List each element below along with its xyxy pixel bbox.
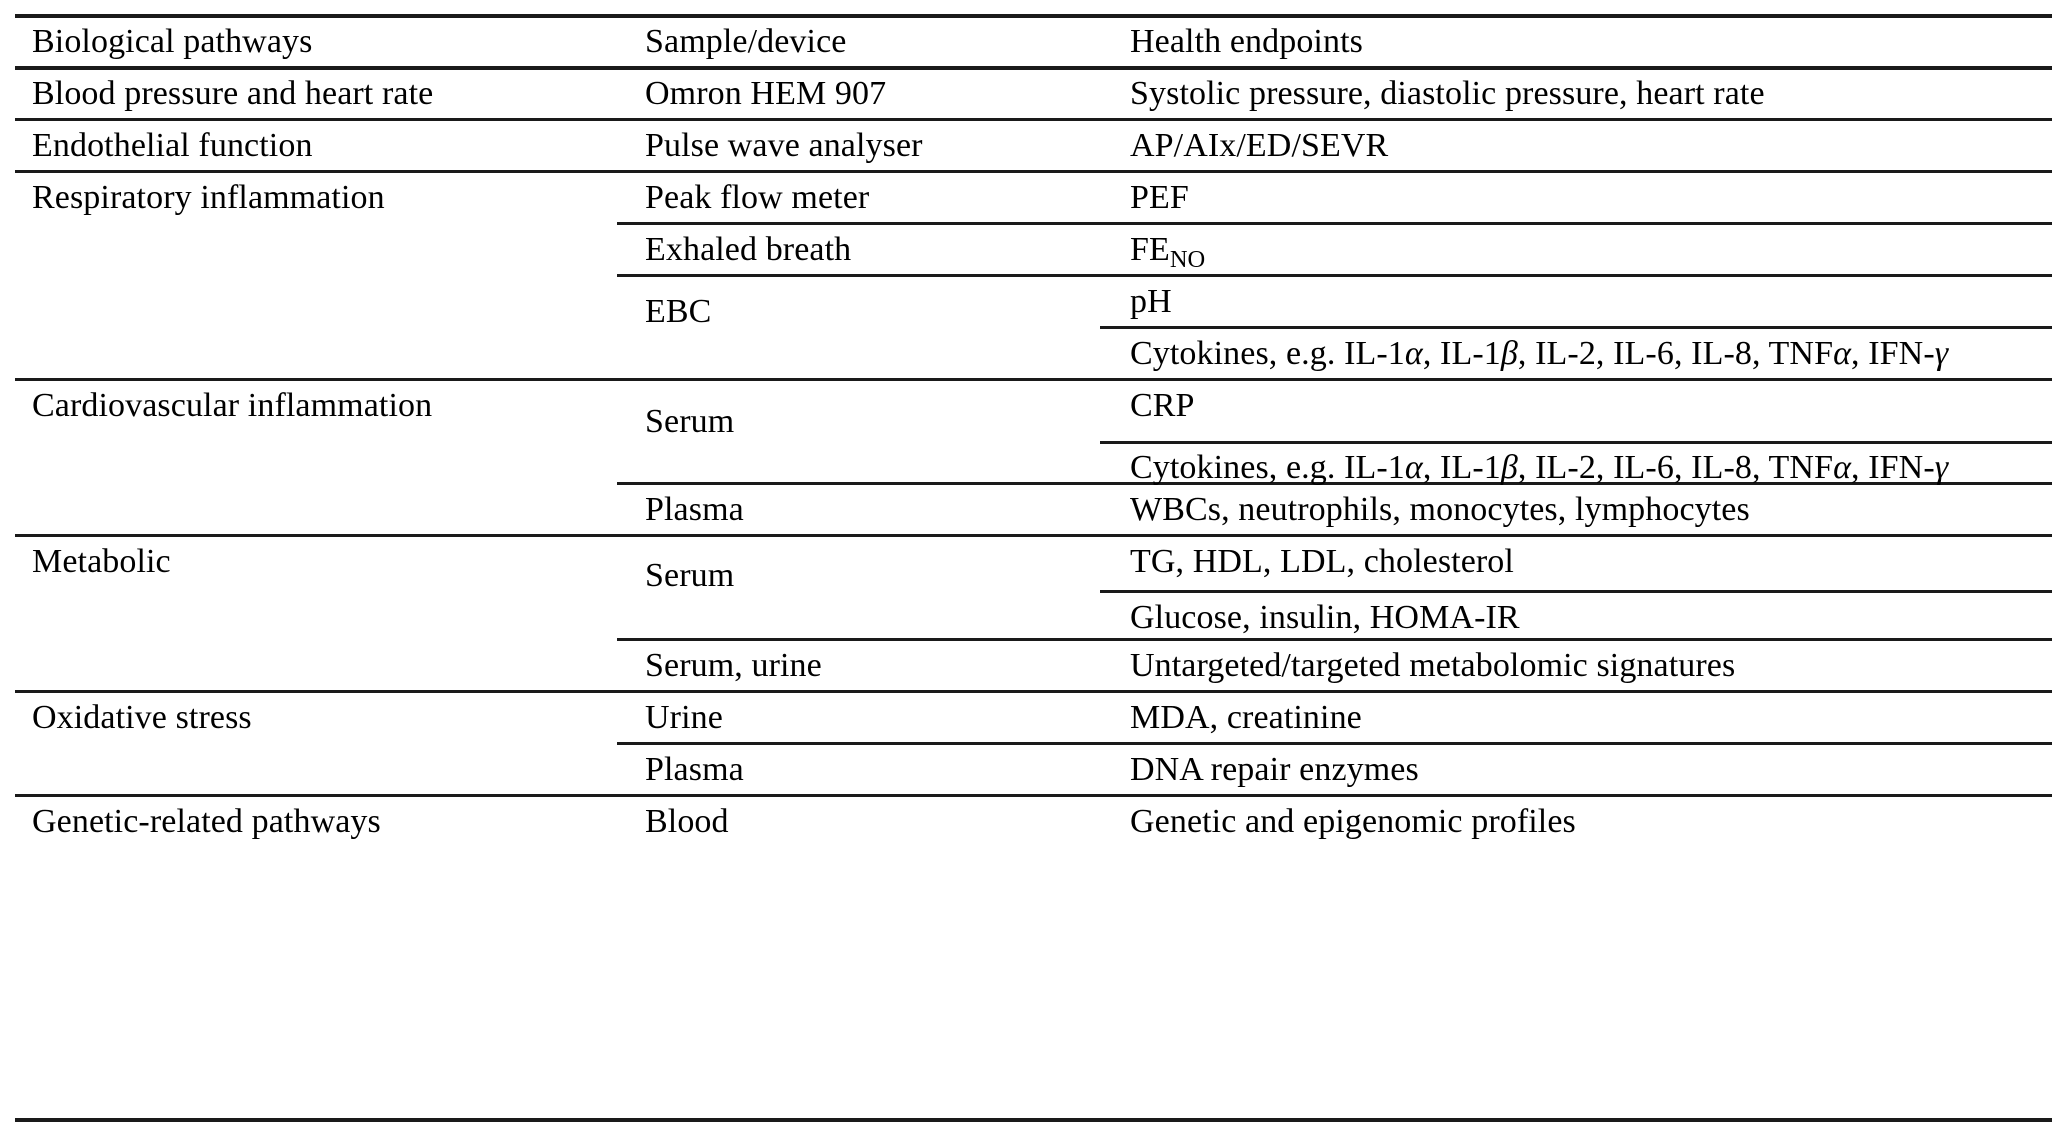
header-bottom-rule <box>15 66 2052 70</box>
row-rule-after-cardiovascular <box>15 534 2052 537</box>
greek-alpha-3: α <box>1404 449 1423 486</box>
cell-endpoint-lipids: TG, HDL, LDL, cholesterol <box>1130 543 1514 580</box>
cell-sample-exhaled-breath: Exhaled breath <box>645 231 852 268</box>
cytokines-text-1: Cytokines, e.g. IL-1 <box>1130 335 1405 372</box>
greek-alpha-4: α <box>1833 449 1852 486</box>
cell-endpoint-glucose: Glucose, insulin, HOMA-IR <box>1130 599 1520 636</box>
cell-sample-urine: Urine <box>645 699 723 736</box>
cell-endpoint-mda-creatinine: MDA, creatinine <box>1130 699 1362 736</box>
cell-sample-peak-flow-meter: Peak flow meter <box>645 179 870 216</box>
subrule-ebc-ph-cytokines <box>1100 326 2052 329</box>
row-rule-after-bloodpressure <box>15 118 2052 121</box>
cell-endpoint-pef: PEF <box>1130 179 1189 216</box>
table-bottom-rule <box>15 1118 2052 1122</box>
subrule-after-peak-flow <box>617 222 2052 225</box>
row-rule-after-endothelial <box>15 170 2052 173</box>
header-cell-biological-pathways: Biological pathways <box>32 23 313 60</box>
cell-endpoint-blood-pressure: Systolic pressure, diastolic pressure, h… <box>1130 75 1765 112</box>
subrule-after-cv-serum <box>617 482 2052 485</box>
cytokines-text-4: , IFN- <box>1851 335 1935 372</box>
row-rule-after-oxidative <box>15 794 2052 797</box>
cell-endpoint-ap-aix-ed-sevr: AP/AIx/ED/SEVR <box>1130 127 1389 164</box>
cell-sample-ebc: EBC <box>645 293 712 330</box>
subrule-serum-crp-cytokines <box>1100 441 2052 444</box>
feno-base: FE <box>1130 231 1170 268</box>
row-rule-after-respiratory <box>15 378 2052 381</box>
feno-subscript: NO <box>1169 245 1206 273</box>
cytokines-cv-text-3: , IL-2, IL-6, IL-8, TNF <box>1517 449 1834 486</box>
greek-alpha-2: α <box>1833 335 1852 372</box>
cell-pathway-blood-pressure: Blood pressure and heart rate <box>32 75 434 112</box>
cell-pathway-oxidative-stress: Oxidative stress <box>32 699 252 736</box>
greek-gamma-1: γ <box>1934 335 1949 372</box>
cell-pathway-respiratory-inflammation: Respiratory inflammation <box>32 179 385 216</box>
cytokines-cv-text-1: Cytokines, e.g. IL-1 <box>1130 449 1405 486</box>
cell-endpoint-metabolomics: Untargeted/targeted metabolomic signatur… <box>1130 647 1736 684</box>
cell-sample-ox-plasma: Plasma <box>645 751 744 788</box>
cell-endpoint-wbcs: WBCs, neutrophils, monocytes, lymphocyte… <box>1130 491 1750 528</box>
cell-sample-omron-hem-907: Omron HEM 907 <box>645 75 887 112</box>
greek-beta-2: β <box>1500 449 1518 486</box>
cell-endpoint-genetic-profiles: Genetic and epigenomic profiles <box>1130 803 1576 840</box>
cell-endpoint-crp: CRP <box>1130 387 1195 424</box>
cytokines-text-2: , IL-1 <box>1422 335 1501 372</box>
header-cell-health-endpoints: Health endpoints <box>1130 23 1363 60</box>
cell-endpoint-ebc-cytokines: Cytokines, e.g. IL-1α, IL-1β, IL-2, IL-6… <box>1130 334 1948 374</box>
cell-pathway-metabolic: Metabolic <box>32 543 171 580</box>
greek-beta-1: β <box>1500 335 1518 372</box>
cytokines-cv-text-4: , IFN- <box>1851 449 1935 486</box>
subrule-after-exhaled-breath <box>617 274 2052 277</box>
greek-gamma-2: γ <box>1934 449 1949 486</box>
cell-endpoint-cv-cytokines: Cytokines, e.g. IL-1α, IL-1β, IL-2, IL-6… <box>1130 448 1948 488</box>
cell-endpoint-feno: FENO <box>1130 230 1205 273</box>
greek-alpha-1: α <box>1404 335 1423 372</box>
cell-sample-cv-plasma: Plasma <box>645 491 744 528</box>
subrule-metabolic-lipids-glucose <box>1100 590 2052 593</box>
cell-endpoint-ebc-ph: pH <box>1130 283 1172 320</box>
header-cell-sample-device: Sample/device <box>645 23 847 60</box>
cell-pathway-endothelial-function: Endothelial function <box>32 127 313 164</box>
subrule-after-urine <box>617 742 2052 745</box>
row-rule-after-metabolic <box>15 690 2052 693</box>
cell-sample-metabolic-serum: Serum <box>645 557 735 594</box>
cell-pathway-genetic-related: Genetic-related pathways <box>32 803 381 840</box>
cell-sample-pulse-wave-analyser: Pulse wave analyser <box>645 127 923 164</box>
cell-sample-blood: Blood <box>645 803 729 840</box>
cell-endpoint-dna-repair: DNA repair enzymes <box>1130 751 1419 788</box>
cytokines-text-3: , IL-2, IL-6, IL-8, TNF <box>1517 335 1834 372</box>
cytokines-cv-text-2: , IL-1 <box>1422 449 1501 486</box>
cell-pathway-cardiovascular-inflammation: Cardiovascular inflammation <box>32 387 433 424</box>
table-top-rule <box>15 14 2052 18</box>
subrule-after-metabolic-serum <box>617 638 2052 641</box>
cell-sample-cv-serum: Serum <box>645 403 735 440</box>
cell-sample-serum-urine: Serum, urine <box>645 647 822 684</box>
